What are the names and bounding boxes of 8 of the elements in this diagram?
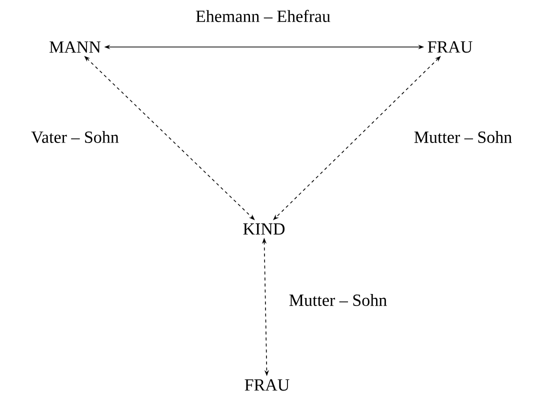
node-label: MANN [50,41,101,53]
edge-label: Mutter – Sohn [289,294,387,306]
edge-label: Vater – Sohn [31,130,119,144]
node-label: FRAU [428,41,472,53]
edge-label: Ehemann – Ehefrau [196,10,330,22]
node-label: KIND [243,223,285,235]
edge-label: Mutter – Sohn [414,131,512,143]
node-label: FRAU [244,379,290,391]
